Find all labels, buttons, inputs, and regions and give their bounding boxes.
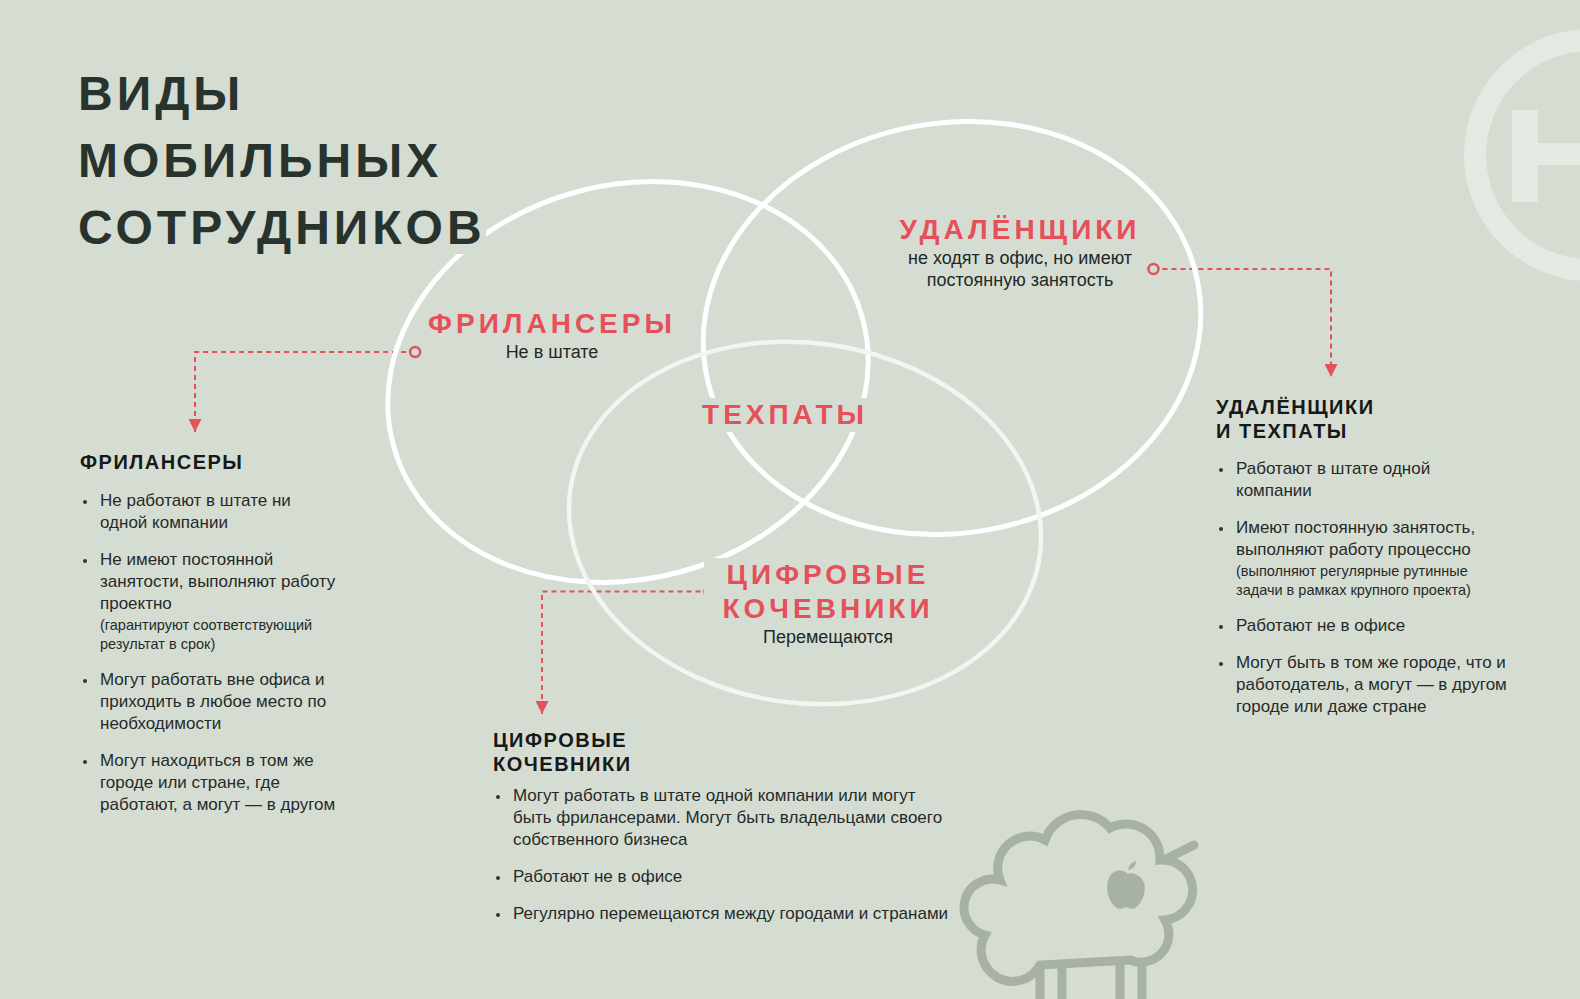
callout-dot [1148,264,1158,274]
ellipse-label: ЦИФРОВЫЕ КОЧЕВНИКИПеремещаются [668,558,988,648]
callout-arrow [1153,269,1331,377]
ellipse-outline [670,83,1234,574]
bullet-item: Могут работать в штате одной компании ил… [493,785,953,851]
category-note: Перемещаются [759,626,897,648]
label-holder: ТЕХПАТЫ [635,398,935,432]
category-note: Не в штате [502,341,603,363]
ellipse-outline [545,312,1064,734]
apple-leaf [1128,861,1136,870]
description-panel: УДАЛЁНЩИКИ И ТЕХПАТЫ Работают в штате одн… [1216,377,1508,718]
logo-ring [1475,40,1580,270]
category-ellipse: ЦИФРОВЫЕ КОЧЕВНИКИПеремещаются [548,303,1062,743]
logo-bar [1538,143,1580,165]
description-panel: ФРИЛАНСЕРЫ Не работают в штате ни одной к… [80,432,337,816]
category-heading: ЦИФРОВЫЕ КОЧЕВНИКИ [704,558,952,626]
callout-dot [410,347,420,357]
bullet-item: Работают не в офисе [1216,615,1508,637]
bullet-item: Регулярно перемещаются между городами и … [493,903,953,925]
bullet-note: (гарантируют соответствующий результат в… [80,616,337,654]
brand-logo [1475,40,1580,270]
ellipse-label: УДАЛЁНЩИКИне ходят в офис, но имеют пост… [860,213,1180,291]
category-note: не ходят в офис, но имеют постоянную зан… [901,247,1139,291]
bullet-item: Имеют постоянную занятость, выполняют ра… [1216,517,1508,561]
bullet-item: Могут работать вне офиса и приходить в л… [80,669,337,735]
category-ellipse: УДАЛЁНЩИКИне ходят в офис, но имеют пост… [682,83,1222,573]
callout-connector [542,587,715,715]
bullet-item: Могут быть в том же городе, что и работо… [1216,652,1508,718]
description-panel: ЦИФРОВЫЕ КОЧЕВНИКИ Могут работать в штате… [493,714,953,925]
ellipse-outline [682,83,1222,573]
bullet-item: Работают в штате одной компании [1216,458,1508,502]
title-block: ВИДЫ МОБИЛЬНЫХ СОТРУДНИКОВ [78,66,528,267]
sheep-illustration [964,814,1194,999]
bullet-item: Работают не в офисе [493,866,953,888]
bullet-item: Могут находиться в том же городе или стр… [80,750,337,816]
ellipse-outline [548,303,1062,743]
panel-heading: УДАЛЁНЩИКИ И ТЕХПАТЫ [1216,395,1388,443]
callout-arrow [542,592,710,715]
overlap-label: ТЕХПАТЫ [698,398,872,432]
bullet-item: Не имеют постоянной занятости, выполняют… [80,549,337,615]
panel-heading: ФРИЛАНСЕРЫ [80,450,330,474]
bullet-note: (выполняют регулярные рутинные задачи в … [1216,562,1508,600]
bullet-item: Не работают в штате ни одной компании [80,490,337,534]
sheep-body [964,814,1193,981]
logo-bar [1512,110,1538,202]
callout-arrow [195,352,415,432]
callout-connector [1148,264,1331,377]
ellipse-label: ФРИЛАНСЕРЫНе в штате [392,307,712,363]
category-heading: УДАЛЁНЩИКИ [896,213,1145,247]
diagram-title: ВИДЫ МОБИЛЬНЫХ СОТРУДНИКОВ [78,67,486,254]
category-heading: ФРИЛАНСЕРЫ [424,307,680,341]
apple-icon [1107,871,1145,909]
panel-heading: ЦИФРОВЫЕ КОЧЕВНИКИ [493,728,665,776]
